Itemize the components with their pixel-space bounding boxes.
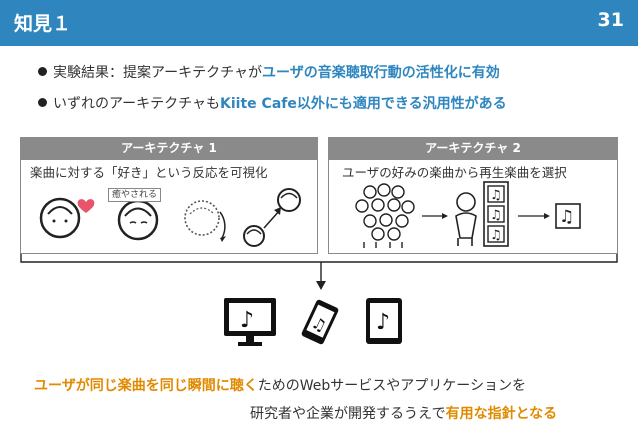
small-face-icon <box>243 225 265 247</box>
bullet-dot-icon <box>38 98 47 107</box>
svg-text:♫: ♫ <box>490 208 502 223</box>
devices-row: ♪ ♫ ♪ <box>220 294 420 354</box>
listener-face-icon <box>117 199 159 241</box>
bullet-1-highlight: ユーザの音楽聴取行動の活性化に有効 <box>262 65 500 81</box>
bullet-1-text: 実験結果：提案アーキテクチャが <box>53 65 263 81</box>
small-face-icon <box>277 188 301 212</box>
svg-text:♪: ♪ <box>376 310 390 335</box>
bullet-2-highlight: Kiite Cafe以外にも適用できる汎用性がある <box>220 96 507 112</box>
listener-face-icon <box>39 197 81 239</box>
slide-title: 知見１ <box>14 13 72 35</box>
page-number: 31 <box>597 9 624 31</box>
conclusion-line-2: 研究者や企業が開発するうえで有用な指針となる <box>250 403 557 423</box>
faded-face-icon <box>184 200 226 242</box>
conclusion-text-1: ためのWebサービスやアプリケーションを <box>257 378 526 394</box>
selected-song-icon: ♫ <box>555 203 581 229</box>
architecture-2-subtitle: ユーザの好みの楽曲から再生楽曲を選択 <box>342 165 567 180</box>
conclusion-highlight-2: 有用な指針となる <box>445 406 558 422</box>
svg-text:♫: ♫ <box>559 207 574 227</box>
bullet-dot-icon <box>38 67 47 76</box>
architecture-1-subtitle: 楽曲に対する「好き」という反応を可視化 <box>30 165 268 180</box>
conclusion-line-1: ユーザが同じ楽曲を同じ瞬間に聴くためのWebサービスやアプリケーションを <box>34 375 526 395</box>
bullet-1: 実験結果：提案アーキテクチャがユーザの音楽聴取行動の活性化に有効 <box>38 62 500 82</box>
slide-header: 知見１ 31 <box>0 0 638 46</box>
reaction-tag: 癒やされる <box>108 188 162 202</box>
conclusion-text-2: 研究者や企業が開発するうえで <box>250 406 446 422</box>
svg-text:♫: ♫ <box>490 188 502 203</box>
svg-text:♫: ♫ <box>490 228 502 243</box>
architecture-1-illustration <box>24 180 316 254</box>
bracket-connector <box>20 254 618 298</box>
person-icon <box>455 192 477 246</box>
conclusion-highlight-1: ユーザが同じ楽曲を同じ瞬間に聴く <box>34 378 258 394</box>
bullet-2: いずれのアーキテクチャもKiite Cafe以外にも適用できる汎用性がある <box>38 93 507 113</box>
crowd-icon <box>355 183 415 248</box>
heart-icon <box>77 199 95 213</box>
svg-text:♪: ♪ <box>240 308 254 333</box>
tablet-icon: ♪ <box>366 298 402 344</box>
smartphone-icon: ♫ <box>301 299 339 345</box>
playlist-icon <box>487 185 505 243</box>
architecture-2-title: アーキテクチャ 2 <box>328 137 618 159</box>
architecture-1-title: アーキテクチャ 1 <box>20 137 318 159</box>
architecture-2-illustration: ♫ ♫ ♫ ♫ <box>332 180 612 254</box>
monitor-icon: ♪ <box>224 298 276 346</box>
bullet-2-text: いずれのアーキテクチャも <box>53 96 221 112</box>
